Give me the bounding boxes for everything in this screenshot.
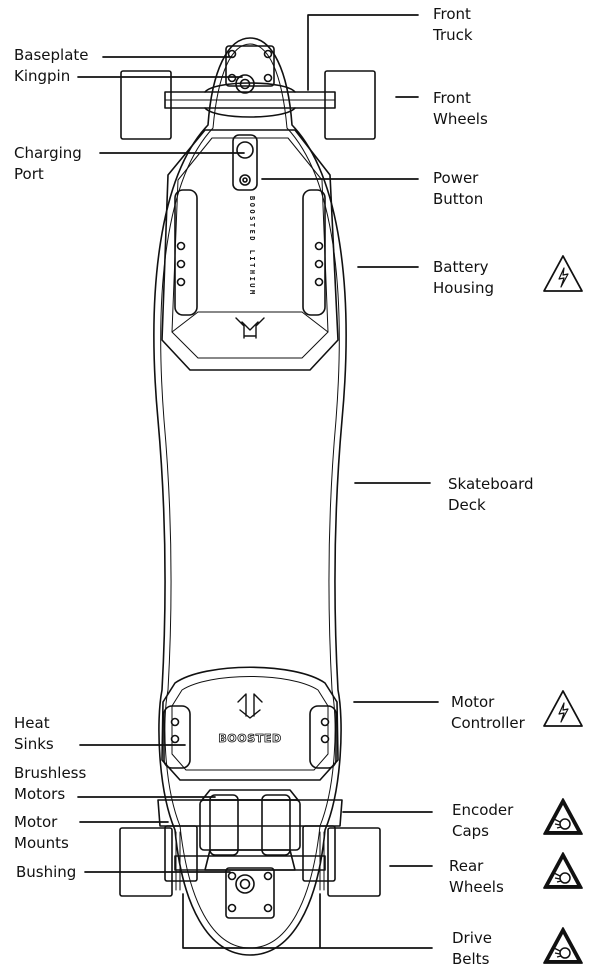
brushless-motor-right [261, 794, 291, 856]
rear-wheel-right [327, 827, 381, 897]
entanglement-warning-icon [543, 852, 583, 889]
motor-mount-left [164, 825, 198, 882]
label-heat-sinks: Heat Sinks [14, 714, 54, 753]
rear-wheel-left [119, 827, 173, 897]
electric-shock-warning-icon [543, 255, 583, 292]
charging-port-housing [232, 134, 258, 191]
leader-lines [77, 14, 439, 949]
front-wheel-left [120, 70, 172, 140]
motor-controller [161, 666, 339, 781]
label-skateboard-deck: Skateboard Deck [448, 475, 534, 514]
label-drive-belts: Drive Belts [452, 929, 492, 968]
rear-kingpin-nut [235, 874, 255, 894]
boosted-controller-logo-icon [237, 693, 263, 719]
label-battery-housing: Battery Housing [433, 258, 494, 297]
label-motor-controller: Motor Controller [451, 693, 525, 732]
label-kingpin: Kingpin [14, 67, 71, 85]
label-front-wheels: Front Wheels [433, 89, 488, 128]
charging-port [236, 141, 254, 159]
label-power-button: Power Button [433, 169, 484, 208]
deck-outline [153, 37, 347, 956]
rear-truck [157, 789, 343, 919]
label-rear-wheels: Rear Wheels [449, 857, 504, 896]
front-wheel-right [324, 70, 376, 140]
motor-mount-right [302, 825, 336, 882]
label-motor-mounts: Motor Mounts [14, 813, 69, 852]
label-encoder-caps: Encoder Caps [452, 801, 514, 840]
label-brushless-motors: Brushless Motors [14, 764, 87, 803]
power-button [239, 174, 251, 186]
label-baseplate: Baseplate [14, 46, 89, 64]
battery-housing [161, 129, 339, 371]
label-front-truck: Front Truck [433, 5, 473, 44]
boosted-logo-icon [235, 317, 265, 339]
leader-front-truck [307, 14, 419, 91]
controller-brand-text: BOOSTED [218, 732, 281, 745]
leader-drive-belts [182, 893, 433, 949]
label-bushing: Bushing [16, 863, 77, 881]
battery-brand-text: BOOSTED LITHIUM [248, 196, 256, 297]
entanglement-warning-icon [543, 798, 583, 835]
brushless-motor-left [209, 794, 239, 856]
label-charging-port: Charging Port [14, 144, 82, 183]
entanglement-warning-icon [543, 927, 583, 964]
kingpin-nut [235, 74, 255, 94]
electric-shock-warning-icon [543, 690, 583, 727]
